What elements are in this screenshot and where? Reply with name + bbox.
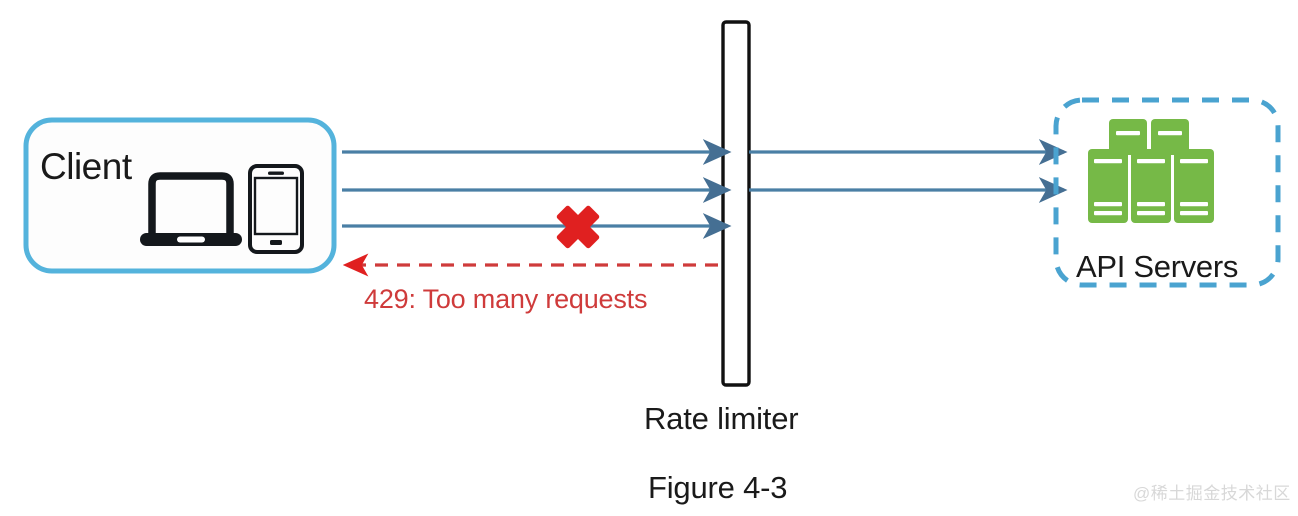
server-unit-bottom-1: [1088, 149, 1128, 223]
server-unit-top-2: [1151, 119, 1189, 155]
rate-limiter-bar: [721, 20, 751, 387]
client-box: [23, 117, 337, 274]
x-mark-icon: [556, 205, 600, 249]
api-servers-label: API Servers: [1076, 249, 1239, 284]
server-stack-icon: [1088, 119, 1214, 223]
error-response-label: 429: Too many requests: [364, 284, 648, 314]
server-unit-bottom-2: [1131, 149, 1171, 223]
client-label: Client: [40, 146, 132, 187]
server-unit-bottom-3: [1174, 149, 1214, 223]
laptop-icon: [140, 172, 242, 246]
smartphone-icon: [248, 164, 304, 254]
figure-caption: Figure 4-3: [648, 470, 788, 505]
server-unit-top-1: [1109, 119, 1147, 155]
api-servers-box: [1053, 97, 1281, 288]
rate-limiter-label: Rate limiter: [644, 401, 799, 436]
watermark: @稀土掘金技术社区: [1133, 484, 1291, 503]
